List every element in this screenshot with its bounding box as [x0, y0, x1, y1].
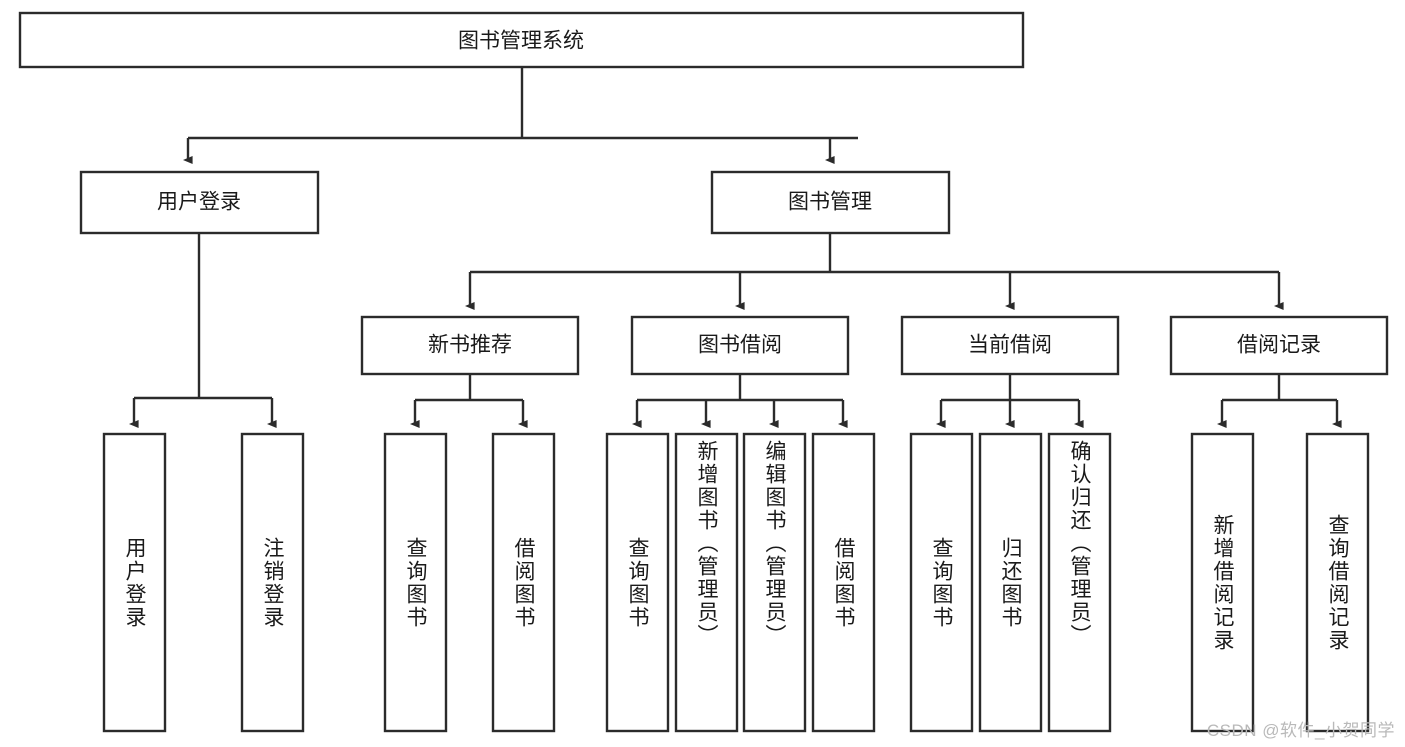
- node-user-login-label: 用户登录: [157, 191, 241, 214]
- edge-new-book-recommend-to-leaves: [409, 374, 528, 429]
- node-current-borrow[interactable]: 当前借阅: [900, 315, 1120, 376]
- edge-borrow-record-to-leaves: [1216, 374, 1342, 429]
- node-new-book-recommend-label: 新书推荐: [428, 334, 512, 357]
- node-leaf-query-book-2[interactable]: [605, 432, 670, 733]
- node-book-borrow[interactable]: 图书借阅: [630, 315, 850, 376]
- node-book-borrow-label: 图书借阅: [698, 334, 782, 357]
- node-borrow-record-label: 借阅记录: [1237, 334, 1321, 357]
- node-leaf-user-login[interactable]: [102, 432, 167, 733]
- edge-book-borrow-to-leaves: [631, 374, 848, 429]
- edge-current-borrow-to-leaves: [935, 374, 1084, 429]
- node-user-login[interactable]: 用户登录: [79, 170, 320, 235]
- node-book-manage-label: 图书管理: [788, 191, 872, 214]
- edge-user-login-to-leaves: [128, 233, 277, 429]
- node-leaf-logout-login[interactable]: [240, 432, 305, 733]
- node-leaf-add-book[interactable]: [674, 432, 739, 733]
- node-leaf-confirm-return[interactable]: [1047, 432, 1112, 733]
- node-leaf-borrow-book-2[interactable]: [811, 432, 876, 733]
- node-leaf-edit-book[interactable]: [742, 432, 807, 733]
- node-leaf-query-record[interactable]: [1305, 432, 1370, 733]
- node-leaf-query-book-1[interactable]: [383, 432, 448, 733]
- node-root[interactable]: 图书管理系统: [18, 11, 1025, 69]
- node-current-borrow-label: 当前借阅: [968, 334, 1052, 357]
- node-leaf-add-record[interactable]: [1190, 432, 1255, 733]
- node-root-label: 图书管理系统: [458, 30, 584, 53]
- node-leaf-return-book[interactable]: [978, 432, 1043, 733]
- node-leaf-borrow-book-1[interactable]: [491, 432, 556, 733]
- node-leaf-query-book-3[interactable]: [909, 432, 974, 733]
- edge-book-manage-to-level3: [464, 233, 1284, 311]
- edge-root-to-level2: [182, 67, 858, 165]
- node-book-manage[interactable]: 图书管理: [710, 170, 951, 235]
- node-borrow-record[interactable]: 借阅记录: [1169, 315, 1389, 376]
- node-new-book-recommend[interactable]: 新书推荐: [360, 315, 580, 376]
- csdn-watermark: CSDN @软件_小贺同学: [1206, 721, 1395, 740]
